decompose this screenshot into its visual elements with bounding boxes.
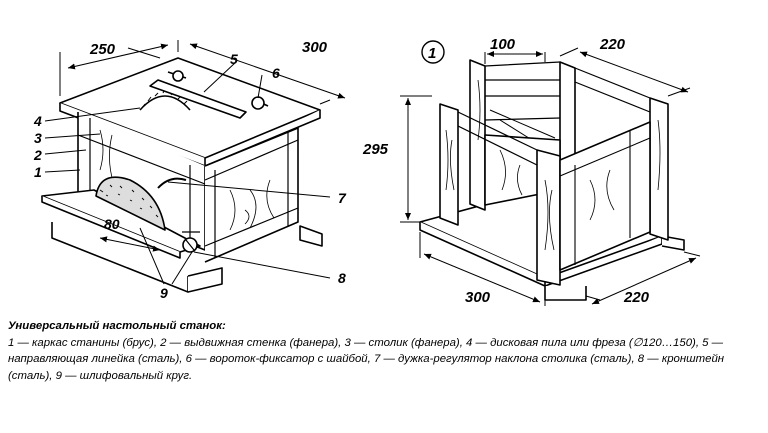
- caption: Универсальный настольный станок: 1 — кар…: [8, 318, 764, 384]
- technical-drawing: 250 300 80 4 3 2 1 5 6 7 8 9: [33, 36, 701, 306]
- leader-lines: [44, 47, 331, 285]
- part-label-5: 5: [230, 51, 238, 67]
- frame-illustration: [419, 59, 685, 301]
- dim-base-length-300: 300: [465, 289, 491, 306]
- frame-post-front-left: [439, 103, 459, 226]
- part-label-3: 3: [34, 130, 42, 146]
- frame-side: [204, 127, 299, 263]
- dim-inner-width-100: 100: [490, 36, 516, 53]
- dim-depth-220: 220: [599, 36, 626, 53]
- left-dimension-lines: [59, 40, 346, 252]
- grinding-disk: [95, 176, 166, 231]
- pull-out-table: [41, 189, 201, 253]
- part-label-1: 1: [34, 164, 42, 180]
- view-number: 1: [428, 45, 436, 62]
- view-number-circle: [421, 40, 445, 64]
- lock-knob-back: [172, 70, 184, 82]
- part-label-9: 9: [160, 285, 168, 301]
- machine-illustration: [41, 57, 323, 293]
- dim-height-295: 295: [362, 141, 389, 158]
- saw-blade: [139, 95, 191, 111]
- right-dimension-lines: [400, 47, 701, 306]
- caption-text: 1 — каркас станины (брус), 2 — выдвижная…: [8, 336, 725, 382]
- dim-depth-300: 300: [302, 39, 328, 56]
- dim-width-250: 250: [89, 41, 116, 58]
- frame-side-wall: [559, 121, 651, 271]
- part-label-7: 7: [338, 190, 347, 206]
- frame-post-right: [649, 97, 669, 241]
- part-label-8: 8: [338, 270, 346, 286]
- part-label-4: 4: [33, 113, 42, 129]
- part-label-6: 6: [272, 65, 280, 81]
- tilt-regulator: [157, 177, 187, 189]
- dim-disc-80: 80: [104, 216, 120, 232]
- guide-ruler: [149, 79, 247, 119]
- frame-post-front-right: [536, 149, 561, 286]
- dim-base-width-220: 220: [623, 289, 650, 306]
- caption-title: Универсальный настольный станок:: [8, 320, 226, 332]
- lock-knob-front: [251, 96, 265, 110]
- part-label-2: 2: [33, 147, 42, 163]
